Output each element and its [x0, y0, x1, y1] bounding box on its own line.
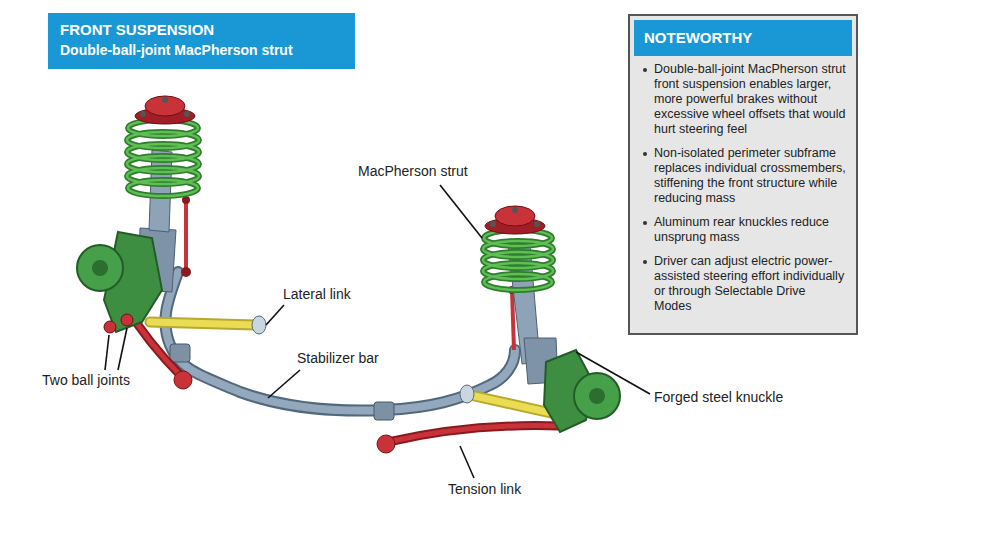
wheel-hub [574, 373, 620, 419]
heading-text: NOTEWORTHY [644, 28, 842, 48]
lateral-link-shape [150, 322, 255, 325]
ball-joint [104, 321, 116, 333]
part-label: Two ball joints [42, 372, 130, 388]
bar-bushing [374, 402, 394, 420]
drop-link [512, 290, 514, 350]
right-corner-drawing [377, 206, 620, 453]
leader-line [105, 335, 109, 370]
panel-heading-band: NOTEWORTHY [634, 20, 852, 56]
coil-spring [127, 120, 199, 196]
bullet-item: Double-ball-joint MacPherson strut front… [642, 62, 846, 137]
leader-lines [105, 185, 650, 478]
leader-line [460, 446, 474, 478]
part-label: MacPherson strut [358, 163, 468, 179]
note-text: Driver can adjust electric power-assiste… [654, 254, 846, 314]
leader-line [268, 370, 300, 398]
link-bushing [174, 371, 192, 389]
bullet-item: Non-isolated perimeter subframe replaces… [642, 146, 846, 206]
tension-link-shape [388, 426, 560, 442]
leader-line [440, 185, 482, 238]
left-corner-drawing [77, 96, 266, 389]
bar-body [165, 272, 515, 411]
title-band: FRONT SUSPENSIONDouble-ball-joint MacPhe… [48, 13, 355, 69]
part-label: Lateral link [283, 286, 351, 302]
coil-spring [483, 230, 553, 290]
bullet-item: Aluminum rear knuckles reduce unsprung m… [642, 215, 846, 245]
wheel-hub [77, 245, 123, 291]
note-text: Double-ball-joint MacPherson strut front… [654, 62, 846, 137]
lateral-link-shape [150, 322, 255, 325]
link-bushing [460, 385, 474, 403]
bullet-dot [643, 260, 647, 264]
note-text: Aluminum rear knuckles reduce unsprung m… [654, 215, 846, 245]
top-mount [135, 96, 195, 124]
leader-line [118, 328, 127, 370]
ball-joint [121, 314, 133, 326]
top-mount [485, 206, 545, 234]
leader-line [576, 352, 650, 394]
bar-bushing [170, 344, 190, 362]
part-label: Tension link [448, 481, 521, 497]
link-bushing [377, 435, 395, 453]
noteworthy-panel: Double-ball-joint MacPherson strut front… [628, 14, 858, 335]
wheel-hub-center [92, 260, 108, 276]
heading-text: FRONT SUSPENSION [60, 20, 343, 40]
leader-line [266, 305, 284, 325]
bullet-dot [643, 152, 647, 156]
drop-link-ball [181, 267, 191, 277]
bullet-dot [643, 221, 647, 225]
bullet-item: Driver can adjust electric power-assiste… [642, 254, 846, 314]
tension-link-shape [388, 426, 560, 442]
part-label: Stabilizer bar [297, 350, 379, 366]
wheel-hub-center [589, 388, 605, 404]
part-label: Forged steel knuckle [654, 389, 783, 405]
subheading-text: Double-ball-joint MacPherson strut [60, 40, 343, 60]
coil-spring-highlight [127, 120, 199, 196]
link-bushing [252, 316, 266, 334]
stabilizer-bar-drawing [165, 272, 515, 420]
bar-outline [165, 272, 515, 411]
coil-spring-highlight [483, 230, 553, 290]
note-text: Non-isolated perimeter subframe replaces… [654, 146, 846, 206]
bullet-dot [643, 68, 647, 72]
drop-link [184, 200, 188, 272]
